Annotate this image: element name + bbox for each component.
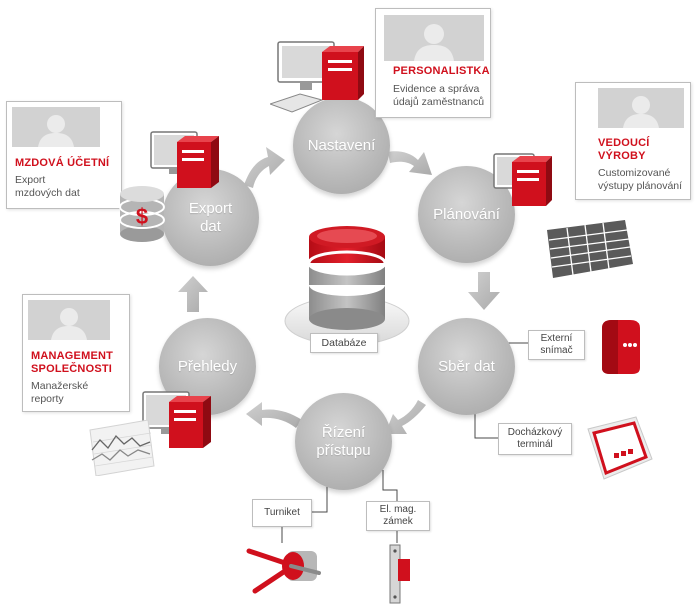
person-icon (598, 88, 684, 128)
database-label: Databáze (310, 333, 378, 353)
node-sber-dat[interactable]: Sběr dat (418, 318, 515, 415)
database-icon: $ (119, 186, 165, 242)
person-icon (28, 300, 110, 340)
card-personalistka: PERSONALISTKA Evidence a správa údajů za… (375, 8, 491, 118)
label-el-mag-zamek: El. mag. zámek (366, 501, 430, 531)
card-vedouci-vyroby: VEDOUCÍ VÝROBY Customizované výstupy plá… (575, 82, 691, 200)
card-management: MANAGEMENT SPOLEČNOSTI Manažerské report… (22, 294, 130, 412)
arrow-planovani-to-sber (468, 272, 500, 310)
label-turniket: Turniket (252, 499, 312, 527)
dollar-icon: $ (136, 204, 148, 229)
node-nastaveni[interactable]: Nastavení (293, 97, 390, 194)
card-personalistka-desc: Evidence a správa údajů zaměstnanců (393, 83, 485, 108)
arrow-nastaveni-to-planovani (388, 151, 432, 175)
card-mzdova-ucetni-role: MZDOVÁ ÚČETNÍ (15, 157, 110, 169)
node-export-dat-label: Export dat (188, 199, 233, 235)
terminal-icon (587, 416, 653, 480)
node-rizeni-pristupu-label: Řízení přístupu (316, 423, 371, 459)
card-reader-icon (602, 320, 640, 374)
card-mzdova-ucetni: MZDOVÁ ÚČETNÍ Export mzdových dat (6, 101, 122, 209)
computer-icon (150, 131, 219, 188)
card-management-desc: Manažerské reporty (31, 380, 89, 405)
card-vedouci-vyroby-desc: Customizované výstupy plánování (598, 167, 683, 192)
node-nastaveni-label: Nastavení (307, 136, 376, 154)
arrow-export-to-nastaveni (244, 147, 285, 188)
flow-arrows (178, 147, 500, 434)
node-rizeni-pristupu[interactable]: Řízení přístupu (295, 393, 392, 490)
line-chart-icon (89, 420, 155, 476)
node-planovani-label: Plánování (433, 205, 500, 223)
arrow-prehledy-to-export (178, 276, 208, 312)
computer-icon (493, 153, 552, 206)
node-prehledy-label: Přehledy (177, 357, 238, 375)
computer-icon (142, 391, 211, 448)
turnstile-icon (246, 548, 321, 594)
arrow-rizeni-to-prehledy (246, 402, 302, 428)
card-management-role: MANAGEMENT SPOLEČNOSTI (31, 350, 114, 375)
label-dochazkovy-terminal: Docházkový terminál (498, 423, 572, 455)
label-externi-snimac: Externí snímač (528, 330, 585, 360)
card-vedouci-vyroby-role: VEDOUCÍ VÝROBY (598, 137, 650, 162)
card-mzdova-ucetni-desc: Export mzdových dat (15, 174, 80, 199)
central-database (284, 226, 410, 346)
card-personalistka-role: PERSONALISTKA (393, 65, 490, 77)
table-icon (547, 220, 633, 278)
person-icon (384, 15, 484, 61)
lock-icon (389, 544, 410, 604)
arrow-sber-to-rizeni (385, 400, 426, 434)
person-icon (12, 107, 100, 147)
computer-icon (270, 41, 364, 113)
node-sber-dat-label: Sběr dat (438, 357, 495, 375)
